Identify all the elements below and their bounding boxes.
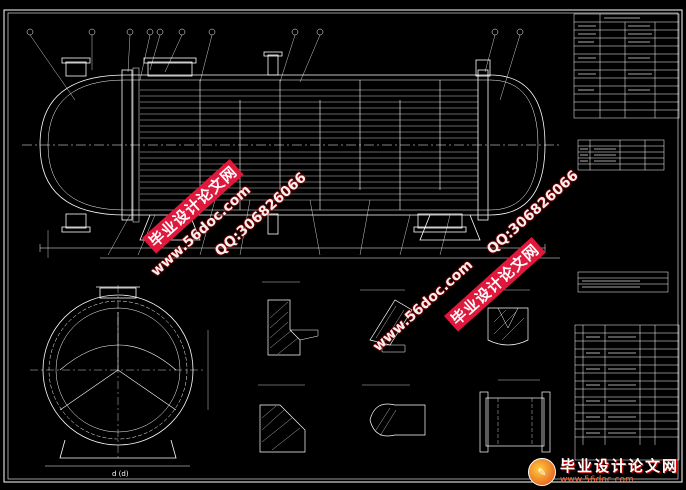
nozzle-right-top: [475, 59, 491, 77]
sheet-inner-border: [7, 12, 679, 480]
nozzle-outlet-bottom: [417, 213, 463, 229]
detail-6: [485, 397, 545, 447]
logo-badge-icon: ✎: [528, 458, 556, 486]
technical-spec-table: [573, 13, 680, 119]
nozzle-left-top: [65, 61, 87, 77]
bill-of-materials: [574, 324, 680, 461]
detail-4: [259, 404, 306, 453]
detail-3: [487, 307, 529, 346]
small-notes-table: [577, 271, 669, 293]
end-view: [30, 285, 209, 467]
table-text-marks: [578, 17, 652, 434]
footer-logo: ✎ 毕业设计论文网 www.56doc.com: [528, 456, 684, 488]
nozzle-left-bottom: [65, 213, 87, 229]
section-hatching: [261, 301, 525, 451]
exchanger-elevation-view: [22, 51, 560, 259]
nozzle-mid-top: [267, 54, 279, 76]
baffles: [199, 80, 441, 210]
nozzle-mid-bottom: [267, 213, 279, 235]
right-tubesheet: [477, 69, 489, 221]
part-balloons: [26, 28, 524, 36]
detail-views: [258, 281, 551, 453]
right-tables: [573, 13, 680, 461]
nozzle-table: [577, 139, 665, 171]
end-view-support: [59, 439, 177, 459]
part-leaders: [29, 34, 521, 256]
footer-logo-text: 毕业设计论文网: [560, 457, 680, 475]
footer-logo-url: www.56doc.com: [560, 475, 634, 485]
detail-1: [267, 299, 301, 356]
detail-2: [369, 299, 413, 346]
nozzle-inlet-top: [147, 61, 193, 77]
detail-5: [369, 403, 426, 437]
sheet-border: [3, 9, 683, 483]
end-view-dimension: d (d): [112, 470, 129, 478]
end-view-nozzle: [99, 287, 137, 299]
saddle-right: [419, 214, 481, 241]
left-tubesheet: [121, 69, 133, 221]
tube-bundle: [140, 89, 478, 201]
